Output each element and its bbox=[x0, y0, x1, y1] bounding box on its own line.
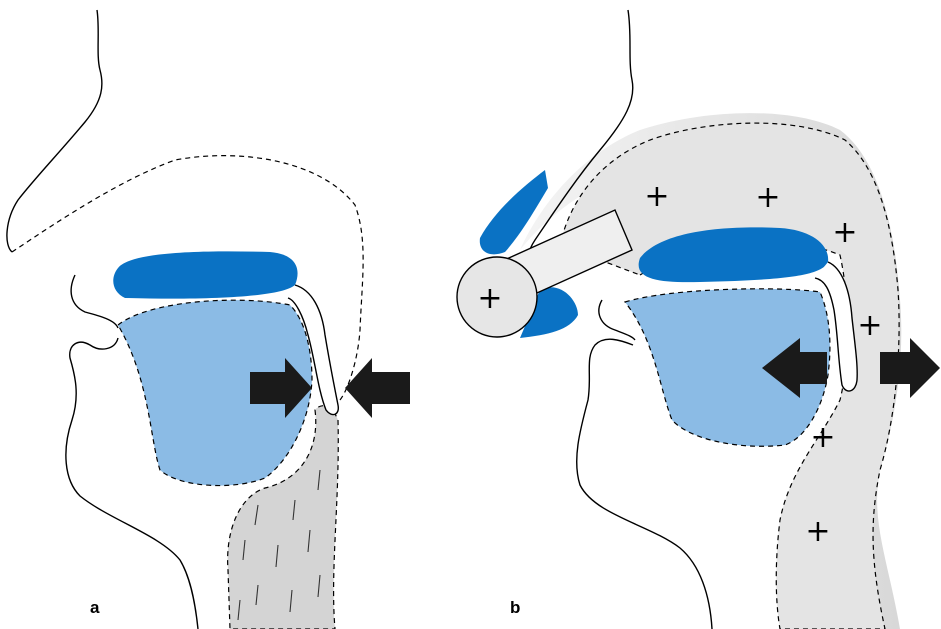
panel-label-b: b bbox=[510, 598, 520, 618]
panel-a bbox=[7, 10, 410, 629]
plus-marker: + bbox=[805, 514, 830, 549]
plus-marker: + bbox=[477, 281, 502, 316]
plus-marker: + bbox=[857, 308, 882, 343]
plus-marker: + bbox=[810, 420, 835, 455]
plus-marker: + bbox=[644, 179, 669, 214]
upper-lip-a bbox=[71, 275, 118, 328]
arrow-left-a bbox=[345, 358, 410, 418]
nasal-ala-upper-b bbox=[480, 170, 548, 254]
hard-palate-a bbox=[113, 251, 297, 298]
panel-label-a: a bbox=[90, 598, 99, 618]
face-profile-a bbox=[7, 10, 102, 252]
plus-marker: + bbox=[832, 215, 857, 250]
plus-marker: + bbox=[755, 180, 780, 215]
